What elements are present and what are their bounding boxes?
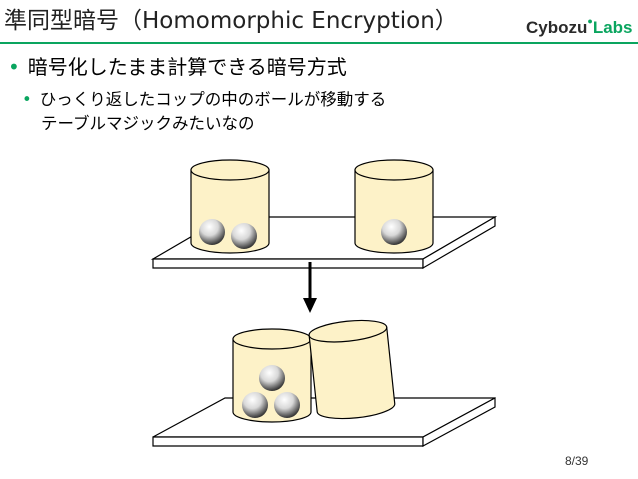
bottom-left-cup bbox=[232, 328, 312, 423]
bottom-right-cup bbox=[308, 319, 396, 420]
bullet-2: • ひっくり返したコップの中のボールが移動するテーブルマジックみたいなの bbox=[22, 88, 542, 136]
cybozu-labs-logo: Cybozu●Labs bbox=[526, 8, 633, 37]
ball bbox=[381, 219, 407, 245]
bullet-dot: • bbox=[8, 55, 20, 79]
logo-mark: ● bbox=[587, 16, 593, 26]
page-number: 8/39 bbox=[565, 454, 589, 468]
ball bbox=[231, 223, 257, 249]
bullet-2-text-line1: ひっくり返したコップの中のボールが移動する bbox=[39, 90, 387, 109]
ball bbox=[259, 365, 285, 391]
bullet-dot: • bbox=[22, 90, 32, 109]
ball bbox=[199, 219, 225, 245]
top-right-cup bbox=[354, 159, 434, 254]
top-left-cup bbox=[190, 159, 270, 254]
ball bbox=[274, 392, 300, 418]
bullet-1: • 暗号化したまま計算できる暗号方式 bbox=[8, 52, 347, 82]
slide-title: 準同型暗号（Homomorphic Encryption） bbox=[4, 8, 458, 34]
down-arrow-icon bbox=[303, 262, 317, 313]
logo-part1: Cybozu bbox=[526, 18, 588, 37]
bullet-2-text-line2: テーブルマジックみたいなの bbox=[41, 114, 255, 133]
title-divider bbox=[0, 42, 638, 44]
bullet-1-text: 暗号化したまま計算できる暗号方式 bbox=[27, 55, 347, 79]
ball bbox=[242, 392, 268, 418]
logo-part2: Labs bbox=[592, 18, 633, 37]
